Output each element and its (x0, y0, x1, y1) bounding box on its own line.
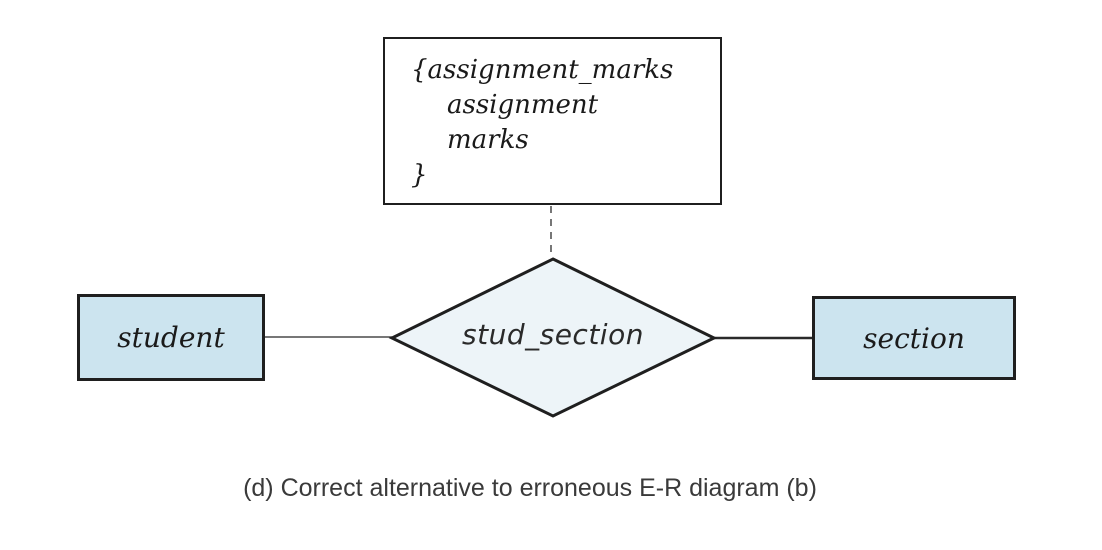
entity-student: student (77, 294, 265, 381)
attribute-line-assignment: assignment (447, 90, 599, 120)
attribute-line-marks: marks (447, 125, 529, 155)
entity-section: section (812, 296, 1016, 380)
entity-student-label: student (117, 321, 225, 354)
relationship-label: stud_section (462, 318, 644, 351)
attribute-line-open: {assignment_marks (411, 55, 674, 85)
attribute-box: {assignment_marks assignment marks } (383, 37, 722, 205)
figure-caption: (d) Correct alternative to erroneous E-R… (243, 474, 817, 502)
relationship-diamond-shape (388, 257, 718, 418)
entity-section-label: section (863, 321, 965, 355)
attribute-line-close: } (411, 160, 428, 190)
